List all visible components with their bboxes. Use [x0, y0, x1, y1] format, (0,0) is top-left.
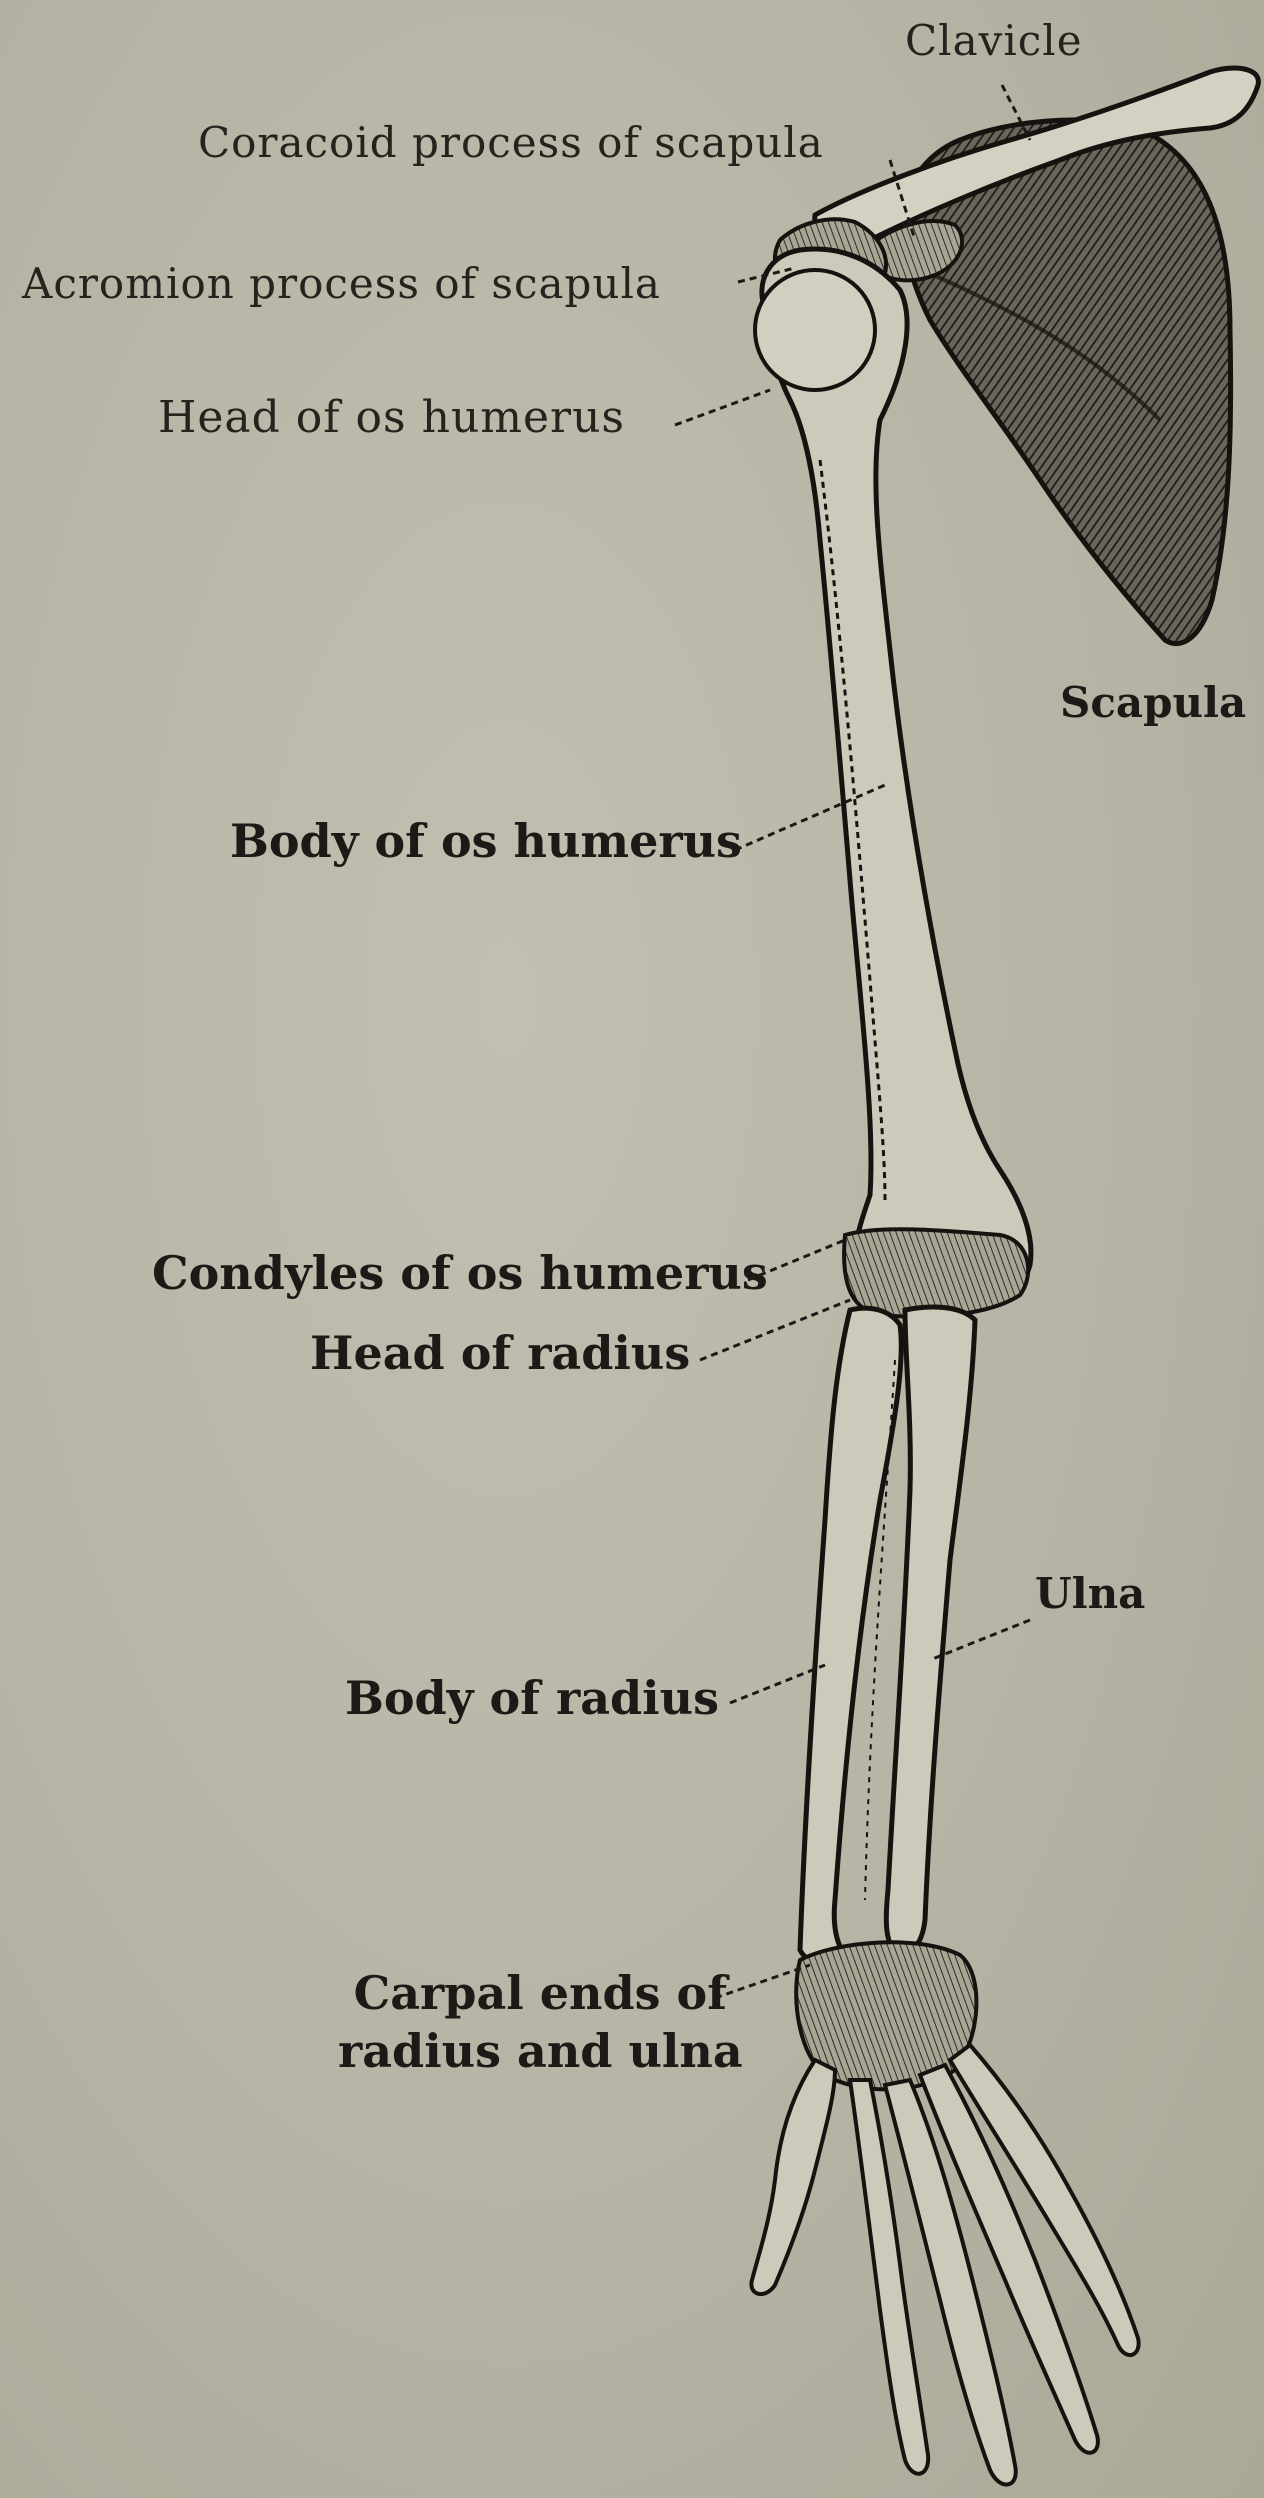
label-condyles-humerus: Condyles of os humerus: [152, 1250, 768, 1296]
humerus-head-shape: [755, 270, 875, 390]
label-head-radius: Head of radius: [310, 1330, 690, 1376]
label-carpal-line-1: Carpal ends of: [338, 1965, 743, 2023]
label-head-humerus: Head of os humerus: [158, 396, 625, 440]
thumb-shape: [751, 2060, 835, 2294]
label-carpal-line-2: radius and ulna: [338, 2023, 743, 2081]
label-body-radius: Body of radius: [345, 1675, 719, 1721]
label-carpal-ends: Carpal ends of radius and ulna: [338, 1965, 743, 2080]
elbow-shape: [844, 1229, 1028, 1317]
label-body-humerus: Body of os humerus: [230, 818, 742, 864]
leader-head-radius: [700, 1300, 850, 1360]
ulna-shape: [886, 1307, 975, 1953]
label-acromion-process: Acromion process of scapula: [22, 263, 661, 305]
label-coracoid-process: Coracoid process of scapula: [198, 122, 824, 164]
label-clavicle: Clavicle: [905, 20, 1083, 62]
label-ulna: Ulna: [1035, 1573, 1145, 1615]
label-scapula: Scapula: [1060, 682, 1246, 724]
radius-shape: [800, 1308, 901, 1965]
leader-head-humerus: [675, 390, 770, 425]
